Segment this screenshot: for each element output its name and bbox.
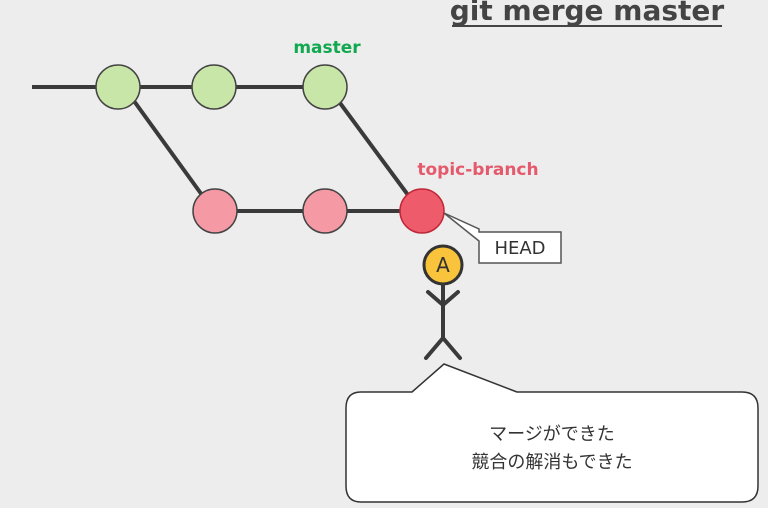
branch-label-master: master: [293, 38, 361, 58]
commit-node-topic-2[interactable]: [302, 188, 348, 234]
speech-line-1: マージができた: [489, 424, 615, 445]
user-figure: A: [422, 244, 464, 360]
head-callout-bubble: [443, 212, 562, 264]
avatar-letter: A: [436, 253, 450, 277]
topic-commits: [192, 188, 445, 234]
head-label: HEAD: [494, 238, 545, 259]
commit-node-master-3[interactable]: [302, 64, 348, 110]
commit-node-topic-1[interactable]: [192, 188, 238, 234]
speech-bubble-shape: [345, 363, 759, 503]
commit-node-merge-head[interactable]: [399, 188, 445, 234]
commit-node-master-2[interactable]: [191, 64, 237, 110]
speech-bubble: マージができた 競合の解消もできた: [345, 363, 759, 503]
stick-leg-left: [424, 336, 445, 360]
speech-line-2: 競合の解消もできた: [471, 452, 632, 473]
master-commits: [95, 64, 348, 110]
commit-edges: [32, 85, 410, 213]
head-callout: HEAD: [443, 212, 562, 264]
stick-leg-right: [441, 336, 462, 360]
stick-arm-right: [441, 290, 460, 307]
diagram-title: git merge master: [450, 0, 725, 27]
stick-arm-left: [426, 290, 445, 307]
stick-body: [424, 283, 462, 360]
branch-label-topic: topic-branch: [417, 160, 538, 180]
edge-merge-from-master: [338, 101, 410, 197]
commit-node-master-1[interactable]: [95, 64, 141, 110]
edge-branch-off: [132, 99, 204, 197]
